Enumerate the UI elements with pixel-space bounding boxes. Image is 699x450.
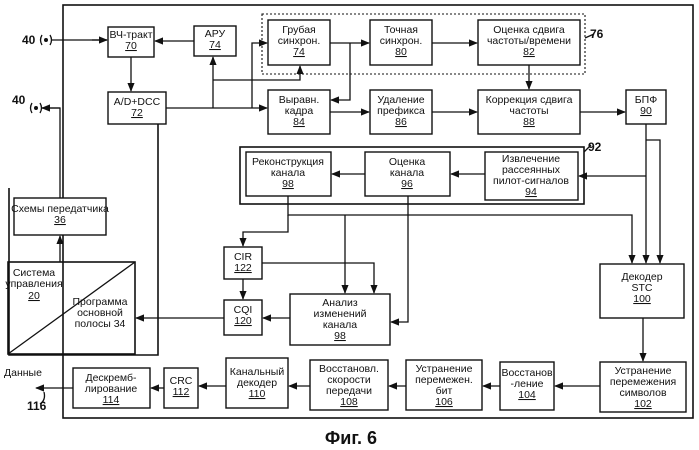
prefix-removal-number: 86	[395, 116, 407, 128]
ref-group-92: 92	[588, 140, 602, 154]
antenna-icon	[31, 103, 42, 113]
crc-number: 112	[173, 386, 190, 398]
cir-to-analysis	[262, 263, 374, 293]
baseband-label: полосы 34	[75, 318, 126, 330]
recovery-number: 104	[518, 389, 536, 401]
fft-number: 90	[640, 105, 652, 117]
channel-change-number: 98	[334, 330, 346, 342]
aru-number: 74	[209, 39, 221, 51]
frame-align-number: 84	[293, 116, 305, 128]
figure-caption: Фиг. 6	[325, 428, 377, 448]
offset-corr-number: 88	[523, 116, 535, 128]
ref-group-76: 76	[590, 27, 604, 41]
ref-antenna-1: 40	[22, 33, 36, 47]
pilot-extract-number: 94	[525, 186, 537, 198]
cir-number: 122	[234, 262, 252, 274]
recon-to-cir	[243, 215, 288, 246]
tx-circuits-number: 36	[54, 214, 66, 226]
cqi-number: 120	[234, 315, 252, 327]
channel-decoder-number: 110	[249, 388, 266, 400]
bit-deinterleave-number: 106	[435, 396, 453, 408]
fine-to-frame-align	[331, 43, 350, 100]
antenna-icon	[41, 35, 52, 45]
ad-feed-coarse	[213, 66, 300, 80]
ad-dcc-number: 72	[131, 107, 143, 119]
channel-recon-number: 98	[282, 178, 294, 190]
ref-antenna-2: 40	[12, 93, 26, 107]
descrambling-number: 114	[103, 394, 120, 406]
fine-number: 80	[395, 46, 407, 58]
control-system-number: 20	[28, 290, 40, 302]
tx-to-antenna	[42, 108, 60, 198]
fft-to-stc-2	[646, 140, 660, 263]
stc-decoder-number: 100	[633, 293, 651, 305]
reconstruction-to-stc	[288, 196, 632, 263]
symbol-deinterleave-number: 102	[634, 398, 652, 410]
ad-to-coarse	[252, 43, 267, 108]
offset-est-number: 82	[523, 46, 535, 58]
coarse-number: 74	[293, 46, 305, 58]
data-output-label: Данные	[4, 367, 42, 379]
vch-number: 70	[125, 40, 137, 52]
control-system-label: управления	[5, 278, 62, 290]
ref-data-116: 116	[27, 399, 47, 413]
channel-est-number: 96	[401, 178, 413, 190]
rate-recovery-number: 108	[340, 396, 358, 408]
